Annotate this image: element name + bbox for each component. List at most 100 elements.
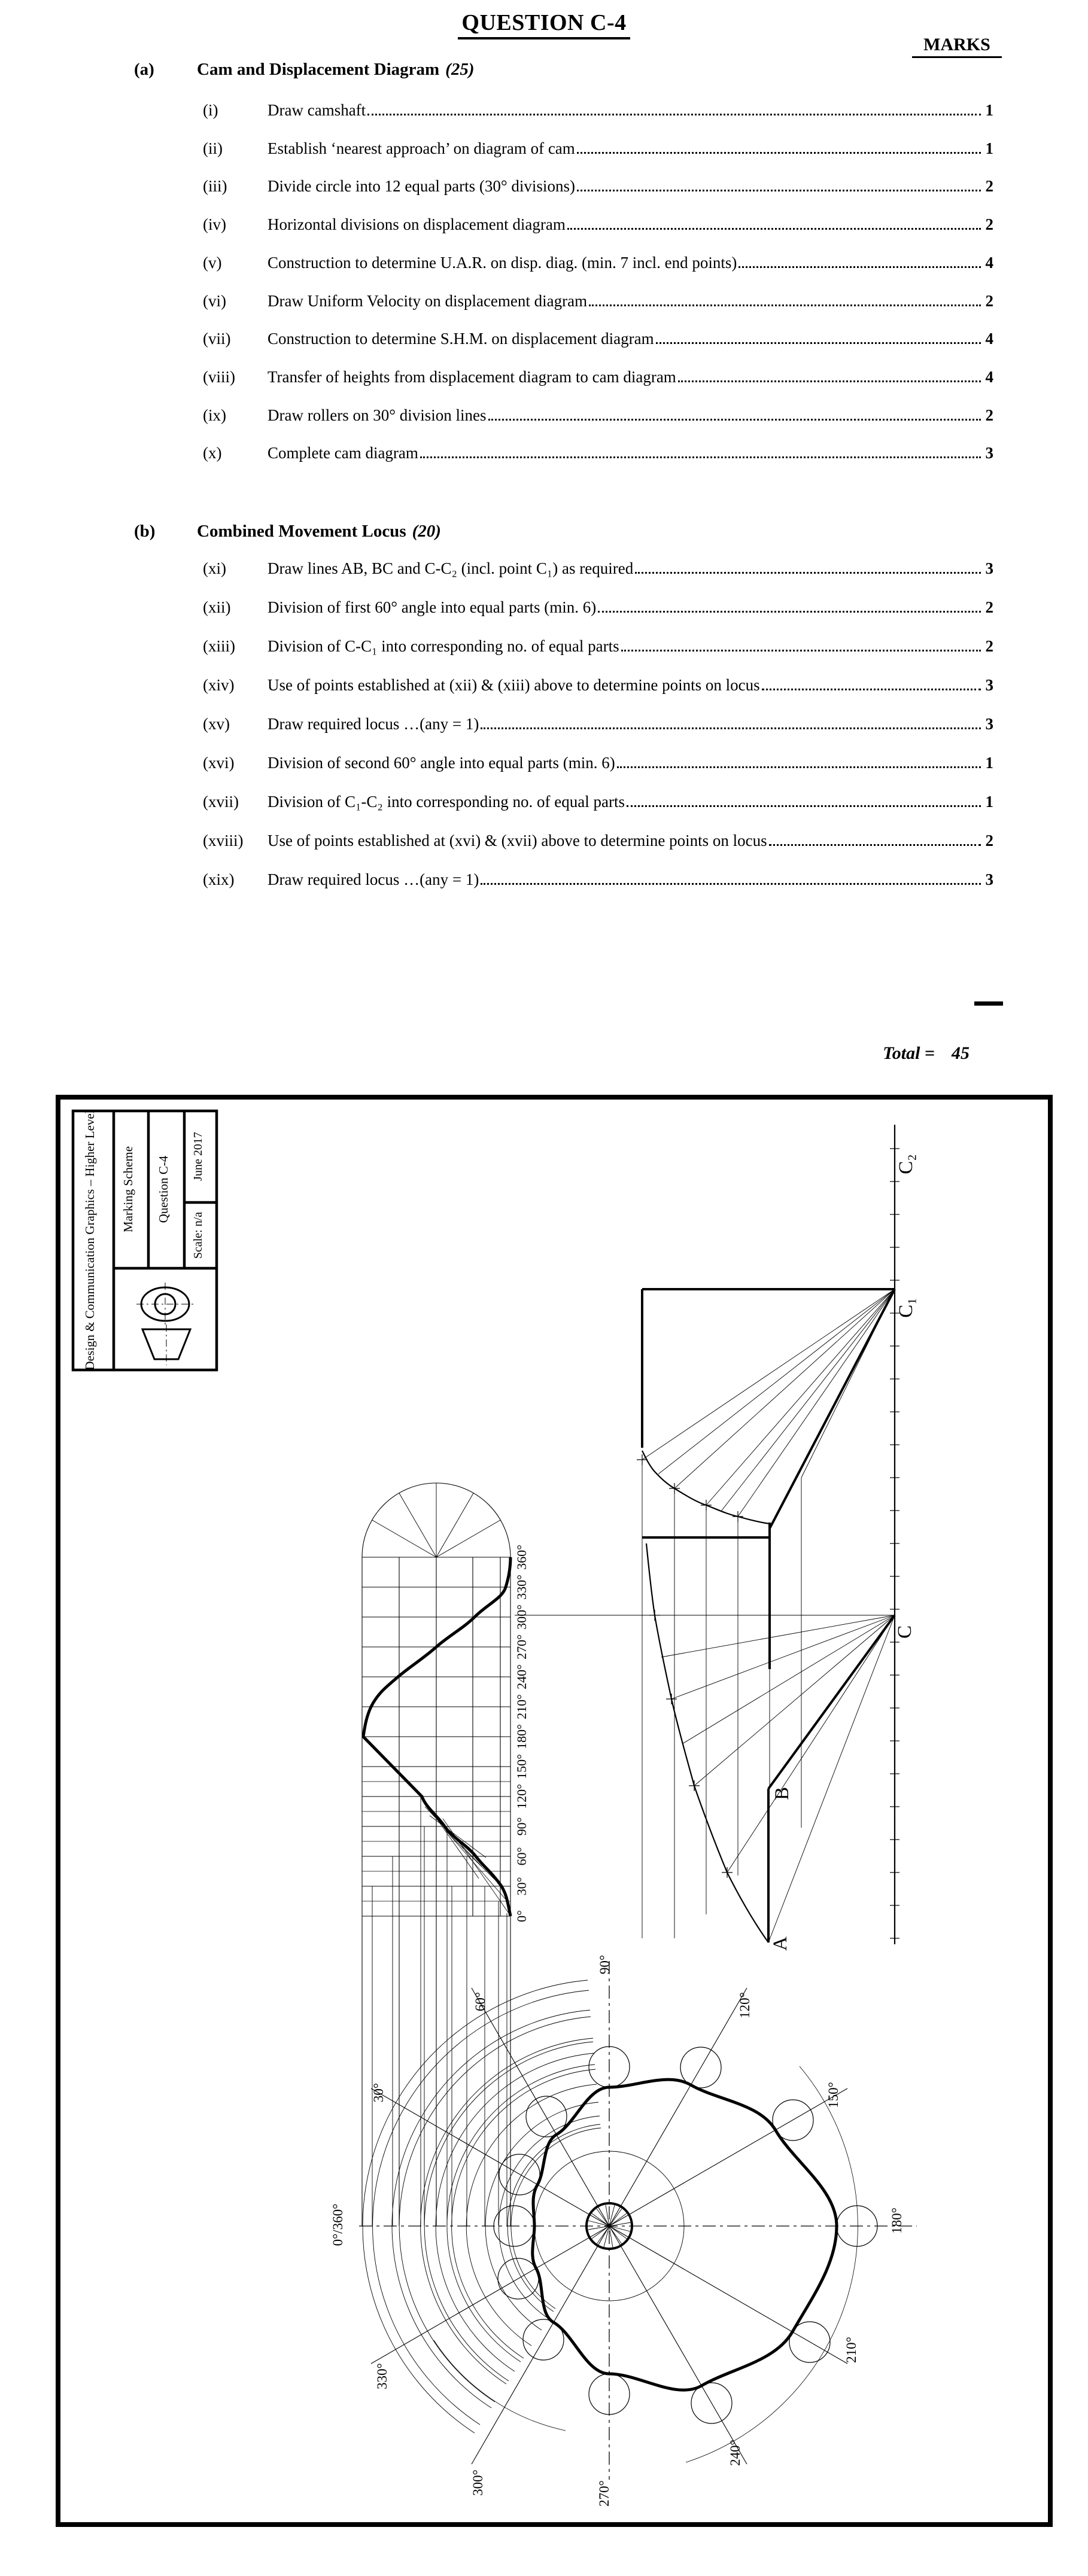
item-number: (ix) <box>203 406 226 424</box>
cam-angle-label: 240° <box>728 2440 743 2466</box>
displacement-curve <box>361 1557 512 1917</box>
dotted-leader <box>598 611 981 613</box>
item-text: Horizontal divisions on displacement dia… <box>268 215 566 234</box>
item-marks: 2 <box>985 177 994 196</box>
displacement-diagram <box>361 1482 512 2226</box>
cam-profile <box>531 2078 838 2392</box>
item-number: (i) <box>203 101 218 119</box>
cam-rollers <box>493 2046 878 2424</box>
camshaft <box>585 2202 633 2250</box>
item-text: Draw required locus …(any = 1) <box>268 870 479 888</box>
dotted-leader <box>655 342 981 345</box>
marks-item: (xiv)Use of points established at (xii) … <box>134 676 993 695</box>
cam-angle-label: 150° <box>826 2082 841 2108</box>
cam-angle-label: 0°/360° <box>330 2204 345 2246</box>
item-number: (xii) <box>203 598 231 616</box>
locus-thick-lines <box>641 1288 896 1942</box>
item-marks: 2 <box>985 406 994 424</box>
cam-angle-label: 300° <box>470 2470 485 2496</box>
item-text: Draw rollers on 30° division lines <box>268 406 487 424</box>
label-arc-2 <box>433 2340 566 2431</box>
marks-list: (a)Cam and Displacement Diagram(25) (i) Dr… <box>134 0 993 1083</box>
locus-point-ticks <box>637 1454 743 1878</box>
item-number: (viii) <box>203 367 235 386</box>
dotted-leader <box>420 456 981 459</box>
item-marks: 1 <box>985 139 994 157</box>
dotted-leader <box>616 766 981 768</box>
item-text: Division of C₁-C₂ into corresponding no.… <box>268 793 625 811</box>
marks-item: (xv) Draw required locus …(any = 1) 3 <box>134 715 993 733</box>
dotted-leader <box>768 844 981 846</box>
dotted-leader <box>738 266 981 268</box>
item-marks: 2 <box>985 832 994 849</box>
locus-ordinates <box>642 1460 802 1938</box>
displacement-angle-label: 360° <box>514 1545 529 1570</box>
label-arc <box>685 2066 858 2463</box>
marks-item: (xvi)Division of second 60° angle into e… <box>134 754 993 772</box>
item-number: (ii) <box>203 139 223 157</box>
item-number: (xvii) <box>203 793 239 811</box>
dotted-leader <box>677 380 981 382</box>
dotted-leader <box>576 190 981 192</box>
marks-item: (vi)Draw Uniform Velocity on displacemen… <box>134 292 993 310</box>
cam-diagram <box>359 1961 917 2480</box>
marks-item: (ii) Establish ‘nearest approach’ on diag… <box>134 139 993 158</box>
marks-item: (xix)Draw required locus …(any = 1)3 <box>134 870 993 889</box>
displacement-grid <box>361 1557 511 2226</box>
dotted-leader <box>761 689 981 690</box>
item-text: Establish ‘nearest approach’ on diagram … <box>268 139 575 157</box>
shm-semicircle <box>361 1482 511 1558</box>
page-title: QUESTION C-4 <box>0 10 1088 39</box>
displacement-angle-label: 180° <box>514 1724 529 1749</box>
displacement-angle-label: 150° <box>514 1754 529 1779</box>
cam-angle-label: 210° <box>844 2337 859 2363</box>
marks-item: (iv) Horizontal divisions on displacement… <box>134 215 993 234</box>
marks-item: (xi)Draw lines AB, BC and C-C₂ (incl. po… <box>134 559 993 578</box>
item-text: Transfer of heights from displacement di… <box>268 367 676 386</box>
marks-item: (viii) Transfer of heights from displacem… <box>134 368 993 386</box>
locus-curve-upper <box>642 1450 770 1525</box>
dotted-leader <box>576 151 981 154</box>
total-label: Total = <box>883 1043 935 1063</box>
item-marks: 1 <box>985 793 994 811</box>
section-id: (b) <box>134 522 156 541</box>
item-marks: 4 <box>985 253 994 272</box>
item-marks: 2 <box>985 215 994 234</box>
cam-angle-label: 120° <box>737 1992 752 2018</box>
total-value: 45 <box>952 1043 970 1063</box>
titleblock-question: Question C-4 <box>156 1155 171 1223</box>
dotted-leader <box>627 805 981 807</box>
locus-point-label: C₂ <box>895 1154 917 1174</box>
fan-from-c <box>515 1615 895 1943</box>
item-text: Draw Uniform Velocity on displacement di… <box>268 291 588 310</box>
marks-item: (xviii)Use of points established at (xvi… <box>134 832 993 850</box>
item-number: (x) <box>203 444 222 462</box>
item-text: Draw lines AB, BC and C-C₂ (incl. point … <box>268 559 634 577</box>
item-number: (v) <box>203 253 222 272</box>
marks-column-header: MARKS <box>912 35 1002 58</box>
section-heading: (a)Cam and Displacement Diagram(25) <box>134 60 993 80</box>
titleblock-date: June 2017 <box>192 1132 205 1181</box>
item-text: Draw required locus …(any = 1) <box>268 715 479 733</box>
item-number: (xiv) <box>203 676 235 694</box>
item-text: Complete cam diagram <box>268 444 418 462</box>
item-number: (iv) <box>203 215 226 234</box>
dotted-leader <box>621 650 981 651</box>
item-text: Use of points established at (xvi) & (xv… <box>268 832 767 849</box>
item-marks: 1 <box>985 754 994 772</box>
item-marks: 3 <box>985 715 994 733</box>
item-number: (xv) <box>203 715 230 733</box>
cam-angle-label: 270° <box>597 2480 612 2507</box>
marks-item: (vii)Construction to determine S.H.M. on… <box>134 330 993 348</box>
titleblock-scale: Scale: n/a <box>192 1212 205 1259</box>
item-number: (vii) <box>203 330 231 348</box>
marks-item: (ix) Draw rollers on 30° division lines 2 <box>134 406 993 425</box>
displacement-angle-label: 240° <box>514 1664 529 1689</box>
projection-symbol-icon <box>136 1283 194 1365</box>
item-text: Division of C-C₁ into corresponding no. … <box>268 637 619 655</box>
item-marks: 4 <box>985 367 994 386</box>
item-number: (xiii) <box>203 637 235 655</box>
locus-point-label: A <box>770 1936 791 1951</box>
displacement-angle-label: 210° <box>514 1694 529 1719</box>
